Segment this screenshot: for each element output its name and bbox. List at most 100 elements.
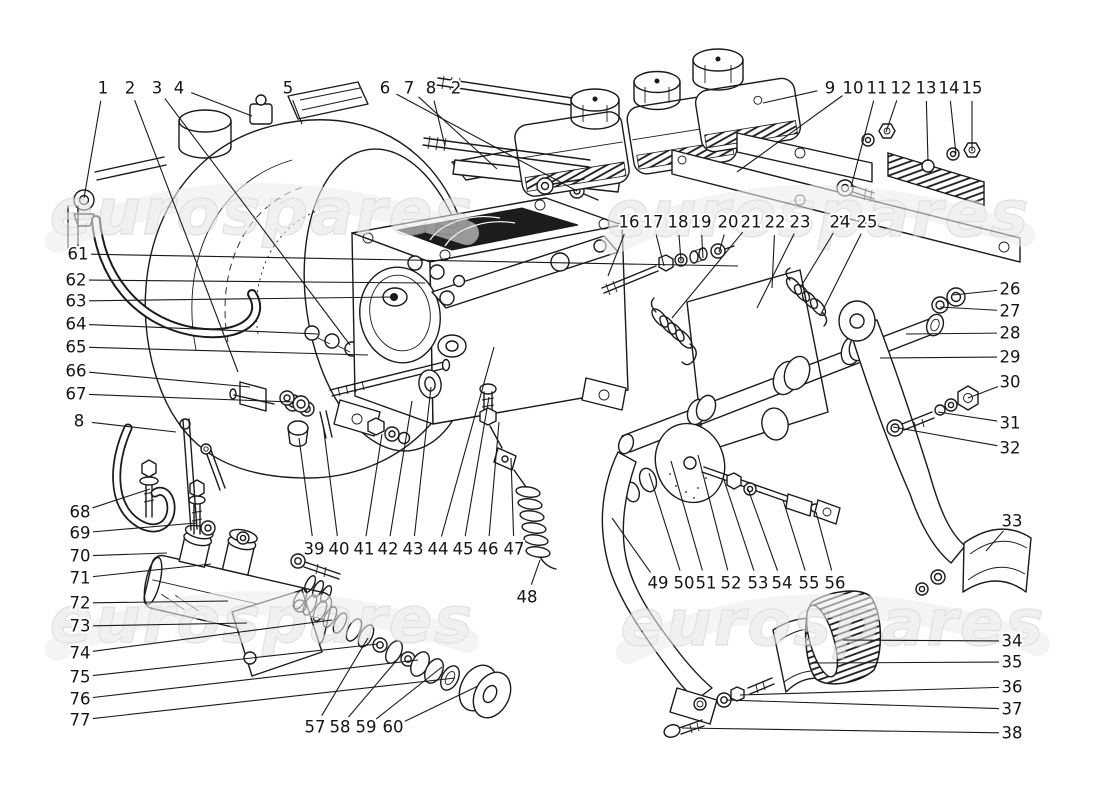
leader-line-76 [92, 659, 419, 699]
part-label-8: 8 [426, 79, 437, 98]
leader-line-59 [375, 666, 443, 720]
leader-line-29 [879, 356, 998, 359]
part-label-12: 12 [891, 79, 912, 98]
part-label-72: 72 [70, 594, 91, 613]
leader-line-23 [756, 233, 795, 309]
curved-hose [91, 215, 262, 339]
part-label-17: 17 [643, 213, 664, 232]
part-label-41: 41 [354, 540, 375, 559]
part-label-2: 2 [125, 79, 136, 98]
leader-line-45 [464, 396, 490, 537]
part-label-22: 22 [765, 213, 786, 232]
leader-line-35 [812, 661, 1000, 664]
leader-line-42 [389, 400, 413, 537]
part-label-11: 11 [867, 79, 888, 98]
part-label-70: 70 [70, 547, 91, 566]
leader-line-69 [92, 522, 197, 533]
part-label-43: 43 [403, 540, 424, 559]
leader-line-3 [164, 98, 351, 346]
part-label-29: 29 [1000, 348, 1021, 367]
reservoir-cap [692, 48, 744, 91]
leader-line-75 [92, 643, 379, 677]
leader-line-54 [747, 488, 779, 571]
line-art [67, 48, 1032, 738]
part-label-9: 9 [825, 79, 836, 98]
part-label-25: 25 [857, 213, 878, 232]
part-label-52: 52 [721, 574, 742, 593]
leader-line-52 [697, 454, 729, 571]
leader-line-2 [468, 89, 506, 96]
part-label-47: 47 [504, 540, 525, 559]
leader-line-1 [83, 100, 102, 199]
part-label-46: 46 [478, 540, 499, 559]
part-label-55: 55 [799, 574, 820, 593]
part-label-35: 35 [1002, 653, 1023, 672]
part-label-54: 54 [772, 574, 793, 593]
part-label-74: 74 [70, 644, 91, 663]
part-label-76: 76 [70, 690, 91, 709]
leader-line-26 [952, 289, 998, 296]
part-label-2: 2 [451, 79, 462, 98]
part-label-18: 18 [668, 213, 689, 232]
part-label-4: 4 [174, 79, 185, 98]
part-label-10: 10 [843, 79, 864, 98]
leader-line-2 [134, 99, 239, 373]
part-label-37: 37 [1002, 700, 1023, 719]
part-label-59: 59 [356, 718, 377, 737]
part-label-16: 16 [619, 213, 640, 232]
leader-line-73 [92, 622, 248, 627]
leader-line-37 [725, 699, 1000, 710]
reservoir-cap [633, 70, 681, 111]
leader-line-56 [815, 511, 833, 571]
part-label-7: 7 [404, 79, 415, 98]
part-label-33: 33 [1002, 512, 1023, 531]
watermark-swoosh [601, 184, 1035, 255]
leader-line-8 [433, 100, 446, 147]
part-label-69: 69 [70, 524, 91, 543]
hose-clamp [249, 94, 273, 125]
part-label-57: 57 [305, 718, 326, 737]
leader-line-12 [885, 100, 898, 133]
part-label-31: 31 [1000, 414, 1021, 433]
part-label-23: 23 [790, 213, 811, 232]
part-label-21: 21 [741, 213, 762, 232]
pedal-hub-disc [623, 422, 726, 504]
part-label-75: 75 [70, 668, 91, 687]
leader-line-20 [718, 234, 725, 253]
leader-line-72 [92, 600, 229, 604]
leader-line-51 [670, 460, 703, 571]
part-label-68: 68 [70, 503, 91, 522]
part-label-3: 3 [152, 79, 163, 98]
leader-line-63 [88, 296, 393, 302]
leader-line-60 [404, 685, 479, 722]
part-label-63: 63 [66, 292, 87, 311]
leader-line-66 [88, 371, 251, 388]
part-label-51: 51 [696, 574, 717, 593]
watermark-swoosh [616, 593, 1050, 664]
adjustable-link [701, 466, 841, 525]
part-label-61: 61 [68, 245, 89, 264]
leader-line-77 [92, 677, 456, 720]
part-label-44: 44 [428, 540, 449, 559]
part-label-36: 36 [1002, 678, 1023, 697]
return-spring [650, 297, 697, 366]
part-label-24: 24 [830, 213, 851, 232]
leader-line-33 [985, 530, 1004, 552]
leader-line-44 [440, 346, 495, 537]
return-spring [785, 267, 828, 327]
leader-line-70 [92, 552, 168, 557]
part-label-65: 65 [66, 338, 87, 357]
leader-line-40 [322, 423, 338, 537]
reservoir-cap [570, 88, 620, 130]
part-label-15: 15 [962, 79, 983, 98]
leader-line-13 [925, 100, 929, 162]
leader-line-8 [91, 421, 177, 433]
leader-line-47 [510, 457, 515, 537]
leader-line-27 [939, 306, 998, 311]
watermark-swoosh [45, 182, 479, 253]
part-label-60: 60 [383, 718, 404, 737]
leader-line-49 [611, 517, 651, 573]
watermark-text: eurospares [50, 176, 475, 250]
